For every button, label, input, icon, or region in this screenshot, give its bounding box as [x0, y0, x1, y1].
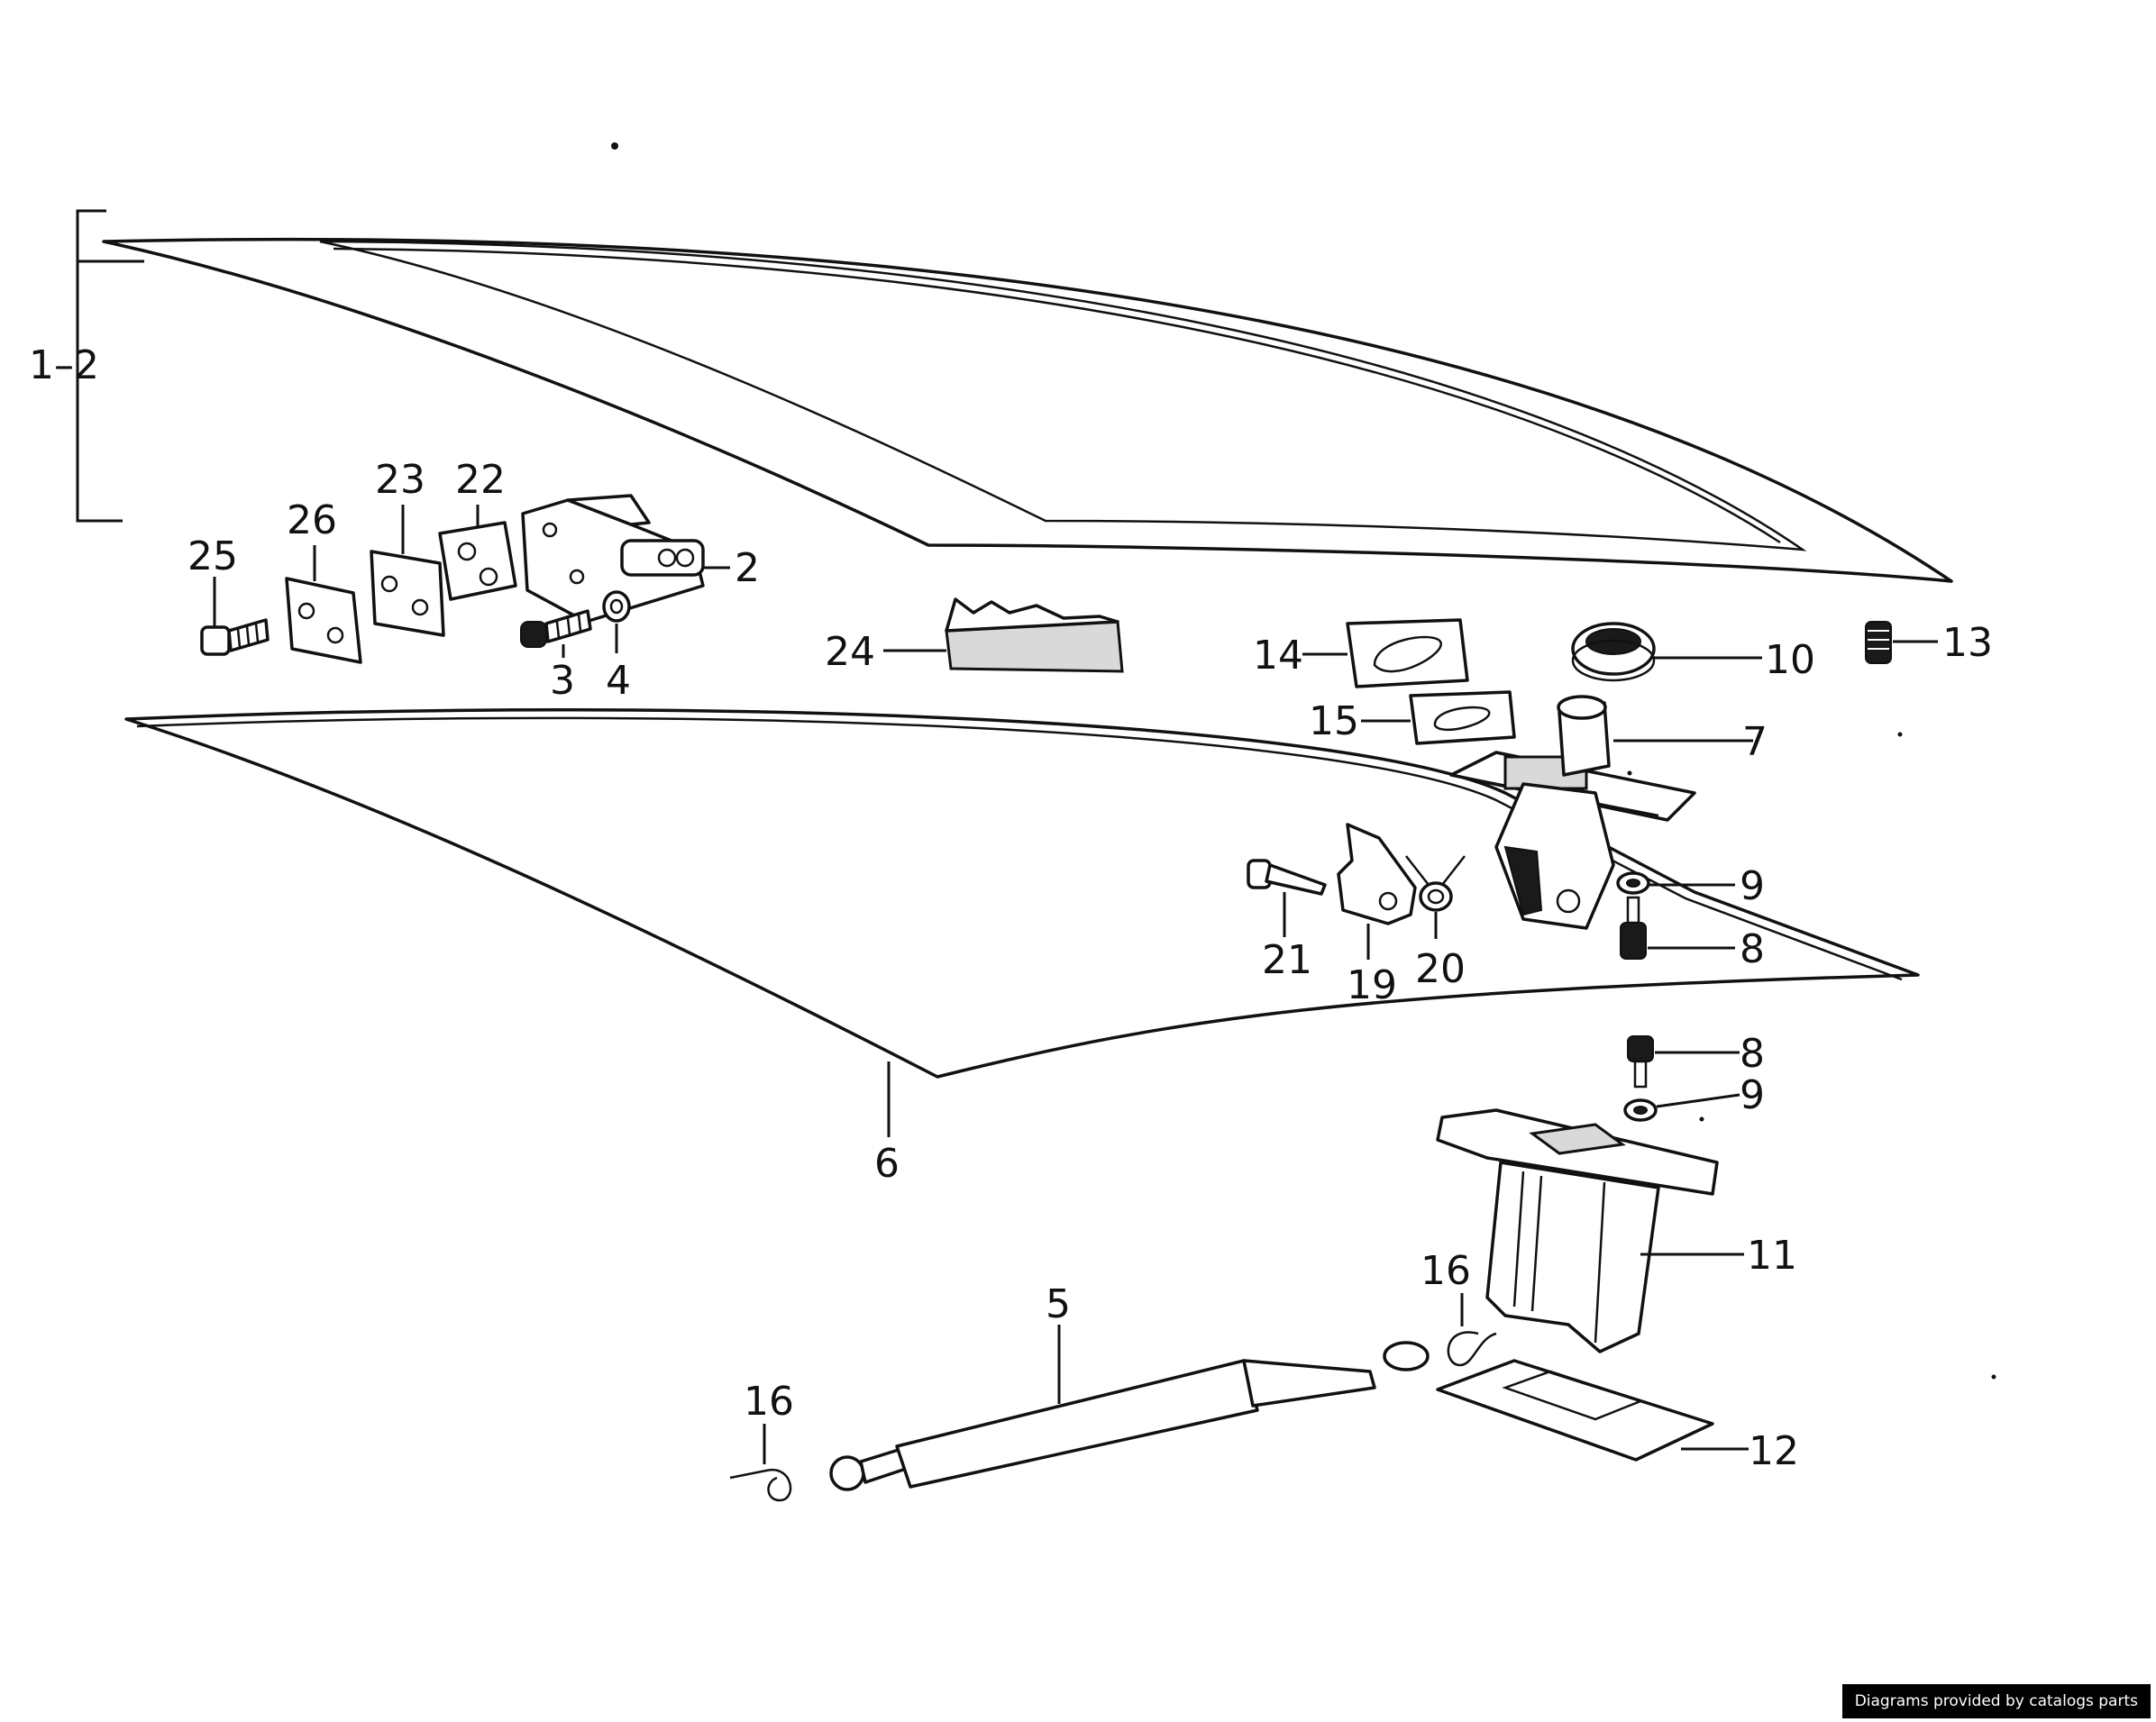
washer-9-lower — [1623, 1098, 1658, 1122]
lid-seal-6 — [124, 708, 1920, 1079]
screw-8-lower — [1627, 1035, 1654, 1089]
credit-badge: Diagrams provided by catalogs parts — [1841, 1684, 2151, 1718]
label-9b: 9 — [1740, 1072, 1765, 1118]
label-20: 20 — [1415, 946, 1466, 992]
label-26: 26 — [287, 497, 337, 543]
label-1-2: 1–2 — [29, 342, 99, 388]
clip-16-right — [1447, 1331, 1497, 1367]
label-6: 6 — [874, 1141, 900, 1187]
label-9a: 9 — [1740, 863, 1765, 909]
bolt-3 — [520, 609, 592, 648]
hinge-2 — [521, 494, 705, 624]
gasket-15 — [1409, 690, 1516, 745]
specks — [611, 142, 1996, 1380]
label-23: 23 — [375, 457, 425, 503]
plate-26 — [285, 577, 362, 664]
label-21: 21 — [1262, 937, 1312, 983]
lock-assembly-7 — [1449, 695, 1696, 930]
bracket-1-2 — [76, 209, 144, 523]
cover-14 — [1346, 618, 1469, 688]
washer-4 — [602, 590, 631, 623]
pawl-19 — [1337, 823, 1417, 925]
pin-21 — [1247, 859, 1327, 896]
label-24: 24 — [825, 629, 875, 675]
label-4: 4 — [606, 658, 631, 704]
rear-lid-frame — [102, 237, 1953, 583]
label-25: 25 — [187, 533, 238, 579]
label-19: 19 — [1347, 962, 1397, 1008]
clip-16-left — [729, 1468, 792, 1502]
label-14: 14 — [1253, 633, 1303, 679]
label-15: 15 — [1309, 698, 1359, 744]
label-5: 5 — [1046, 1281, 1071, 1327]
spring-20 — [1405, 855, 1466, 912]
base-plate-12 — [1436, 1359, 1714, 1462]
label-3: 3 — [550, 658, 575, 704]
label-8b: 8 — [1740, 1031, 1765, 1077]
label-12: 12 — [1749, 1428, 1799, 1474]
label-2: 2 — [735, 545, 760, 591]
striker-11 — [1436, 1108, 1719, 1353]
gas-strut-5 — [829, 1341, 1430, 1491]
label-22: 22 — [455, 457, 506, 503]
label-7: 7 — [1742, 719, 1768, 765]
plug-13 — [1865, 621, 1892, 664]
label-16a: 16 — [744, 1379, 794, 1425]
label-10: 10 — [1765, 637, 1815, 683]
grommet-10 — [1571, 622, 1656, 682]
label-8a: 8 — [1740, 926, 1765, 972]
label-16b: 16 — [1421, 1248, 1471, 1294]
screw-8-upper — [1620, 896, 1647, 960]
label-13: 13 — [1942, 620, 1993, 666]
washer-9-upper — [1616, 871, 1650, 895]
label-11: 11 — [1747, 1233, 1797, 1279]
plate-23 — [370, 550, 445, 637]
leader-9b — [1656, 1093, 1740, 1108]
block-24 — [945, 597, 1124, 673]
plate-22 — [438, 521, 517, 601]
bolt-25 — [200, 618, 270, 656]
